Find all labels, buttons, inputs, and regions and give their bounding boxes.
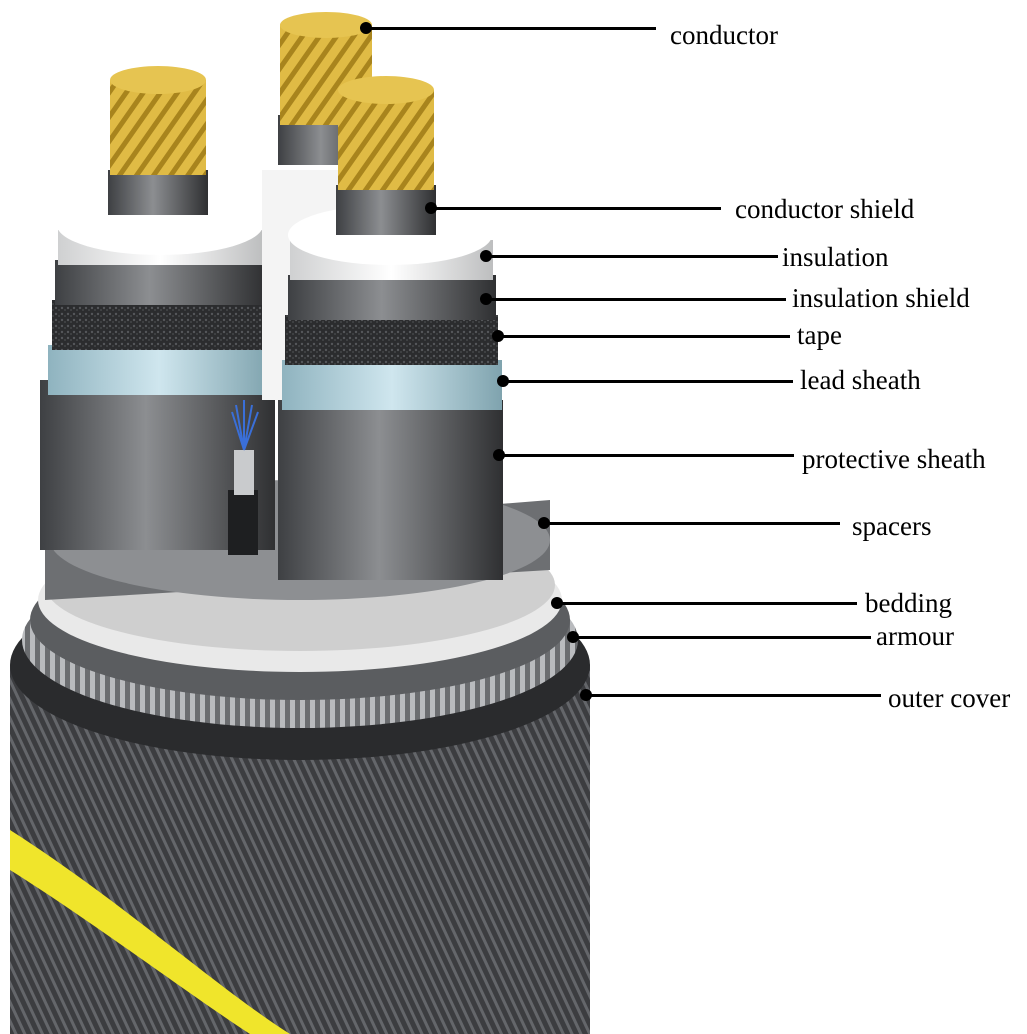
- bedding-leader: [557, 602, 857, 605]
- conductor-shield-leader: [431, 207, 721, 210]
- tape-leader: [498, 335, 790, 338]
- label-armour: armour: [876, 621, 954, 651]
- label-conductor-shield: conductor shield: [735, 194, 915, 224]
- outer-cover-leader: [586, 694, 881, 697]
- label-protective-sheath: protective sheath: [802, 444, 986, 474]
- armour-leader: [573, 636, 871, 639]
- label-lead-sheath: lead sheath: [800, 365, 921, 395]
- label-bedding: bedding: [865, 588, 952, 618]
- protective-sheath-leader: [499, 454, 794, 457]
- label-insulation: insulation: [782, 242, 889, 272]
- insulation-shield-leader: [486, 298, 786, 301]
- label-spacers: spacers: [852, 511, 932, 541]
- label-outer-cover: outer cover: [888, 683, 1011, 713]
- label-insulation-shield: insulation shield: [792, 283, 970, 313]
- conductor-leader: [366, 27, 656, 30]
- label-conductor: conductor: [670, 20, 778, 50]
- label-tape: tape: [797, 320, 842, 350]
- insulation-leader: [486, 255, 778, 258]
- lead-sheath-leader: [503, 380, 793, 383]
- spacers-leader: [544, 522, 840, 525]
